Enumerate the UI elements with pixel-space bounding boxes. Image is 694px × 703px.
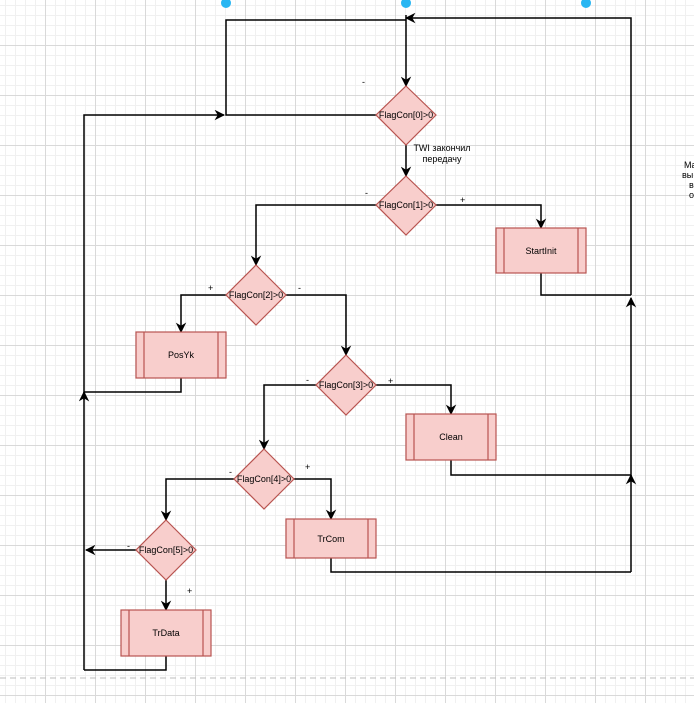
- process-trcom[interactable]: TrCom: [285, 518, 377, 559]
- edge-label-d5-minus: -: [127, 541, 130, 551]
- decision-flagcon0-label: FlagCon[0]>0: [379, 110, 433, 120]
- side-note-line-4: о: [689, 190, 694, 200]
- selection-handle-right[interactable]: [581, 0, 591, 8]
- decision-flagcon5[interactable]: FlagCon[5]>0: [135, 519, 197, 581]
- decision-flagcon1-label: FlagCon[1]>0: [379, 200, 433, 210]
- process-clean-label: Clean: [439, 432, 463, 442]
- process-clean[interactable]: Clean: [405, 413, 497, 461]
- edge-label-d4-minus: -: [229, 467, 232, 477]
- side-note-line-2: вы: [682, 170, 693, 180]
- decision-flagcon0[interactable]: FlagCon[0]>0: [375, 85, 437, 146]
- edge-label-d1-minus: -: [365, 188, 368, 198]
- edge-d3-clean[interactable]: [376, 384, 457, 416]
- decision-flagcon3-label: FlagCon[3]>0: [319, 380, 373, 390]
- edge-return-left-top[interactable]: [83, 109, 226, 670]
- edge-startinit-return[interactable]: [540, 273, 631, 296]
- decision-flagcon4-label: FlagCon[4]>0: [237, 474, 291, 484]
- decision-flagcon4[interactable]: FlagCon[4]>0: [233, 448, 295, 510]
- side-note-line-3: в: [689, 180, 694, 190]
- edge-posyk-return[interactable]: [84, 378, 182, 393]
- edge-d0-minus-loop[interactable]: [225, 19, 406, 116]
- decision-flagcon2-label: FlagCon[2]>0: [229, 290, 283, 300]
- edge-trdata-return[interactable]: [84, 656, 167, 671]
- edge-d1-startinit[interactable]: [436, 204, 547, 230]
- edge-label-d5-plus: +: [187, 586, 192, 596]
- edge-d4-trcom[interactable]: [294, 478, 337, 521]
- process-trcom-label: TrCom: [317, 534, 344, 544]
- process-startinit-label: StartInit: [525, 246, 557, 256]
- decision-flagcon1[interactable]: FlagCon[1]>0: [375, 175, 437, 236]
- edge-d3-d4[interactable]: [258, 384, 316, 451]
- edge-label-d3-plus: +: [388, 376, 393, 386]
- edge-return-right-top[interactable]: [404, 12, 632, 295]
- selection-handle-left[interactable]: [221, 0, 231, 8]
- edge-label-d2-plus: +: [208, 283, 213, 293]
- process-trdata[interactable]: TrData: [120, 609, 212, 657]
- edge-d1-d2[interactable]: [250, 204, 376, 267]
- edge-d4-d5[interactable]: [160, 478, 234, 522]
- process-posyk-label: PosYk: [168, 350, 195, 360]
- edge-label-d1-plus: +: [460, 195, 465, 205]
- process-trdata-label: TrData: [152, 628, 179, 638]
- process-startinit[interactable]: StartInit: [495, 227, 587, 274]
- edge-label-d0-note-1: TWI закончил: [413, 143, 470, 153]
- decision-flagcon3[interactable]: FlagCon[3]>0: [315, 354, 377, 416]
- decision-flagcon5-label: FlagCon[5]>0: [139, 545, 193, 555]
- edge-label-d2-minus: -: [298, 283, 301, 293]
- edge-label-d4-plus: +: [305, 462, 310, 472]
- edge-clean-return[interactable]: [450, 460, 631, 476]
- edge-label-d0-minus: -: [362, 77, 365, 87]
- side-note-line-1: Ma: [684, 160, 694, 170]
- process-posyk[interactable]: PosYk: [135, 331, 227, 379]
- edge-d2-posyk[interactable]: [175, 294, 226, 334]
- edge-label-d3-minus: -: [306, 375, 309, 385]
- selection-handle-center[interactable]: [401, 0, 411, 8]
- decision-flagcon2[interactable]: FlagCon[2]>0: [225, 264, 287, 326]
- edge-d2-d3[interactable]: [286, 294, 352, 357]
- edge-label-d0-note-2: передачу: [423, 154, 462, 164]
- edge-trcom-return[interactable]: [330, 558, 631, 573]
